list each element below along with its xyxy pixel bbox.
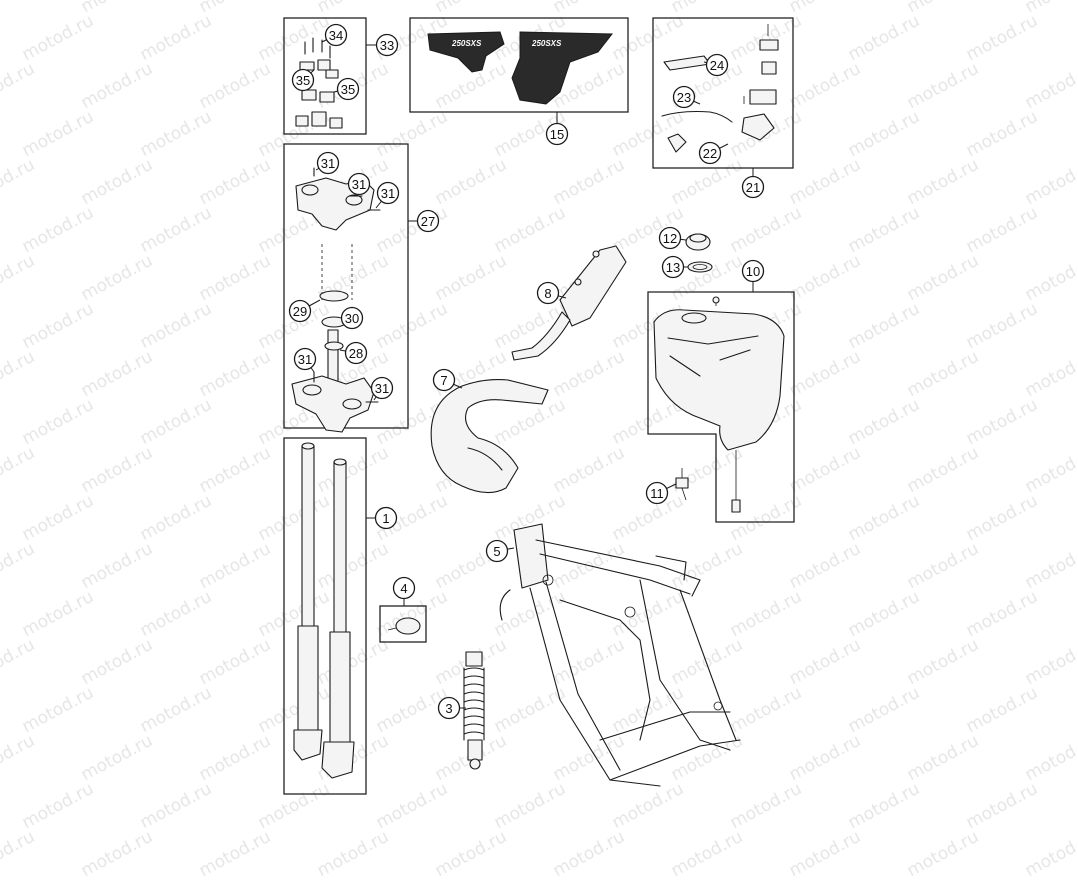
callout-label-fork: 1 xyxy=(382,511,389,526)
callout-label-bearing-upper: 29 xyxy=(293,304,307,319)
clamp-kit-frame xyxy=(283,17,367,135)
watermark-text: motod.ru xyxy=(1021,826,1078,881)
callout-circle-fuel-tap xyxy=(645,481,669,505)
watermark-text: motod.ru xyxy=(549,826,629,881)
brake-master-frame xyxy=(652,17,794,169)
callout-circle-bearing-lower xyxy=(340,306,364,330)
watermark-text: motod.ru xyxy=(195,826,275,881)
callout-label-handlebar-clamp-kit: 33 xyxy=(380,38,394,53)
callout-label-lever: 23 xyxy=(677,90,691,105)
callout-circle-pivot-screw xyxy=(698,141,722,165)
watermark-text: motod.ru xyxy=(667,826,747,881)
callout-label-clamp-screw: 34 xyxy=(329,28,343,43)
callout-circle-exhaust-pipe xyxy=(432,368,456,392)
callout-label-screw-a: 31 xyxy=(321,156,335,171)
handlebar-clamp-kit-group xyxy=(283,17,367,135)
brake-master-group xyxy=(652,17,794,169)
callout-circle-clamp-screw xyxy=(324,23,348,47)
fork-guard-group xyxy=(379,605,427,643)
callout-circle-bearing-upper xyxy=(288,299,312,323)
callout-label-tank-cap-seal: 13 xyxy=(666,260,680,275)
fuel-tank-group xyxy=(647,291,795,523)
fuel-tank-frame xyxy=(647,291,795,523)
callout-label-screw-d: 31 xyxy=(298,352,312,367)
decal-right-text: 250SXS xyxy=(531,39,562,48)
decal-right-panel xyxy=(511,31,614,105)
decal-left-panel xyxy=(427,31,505,73)
callout-label-triple-clamp: 27 xyxy=(421,214,435,229)
callout-label-brake-master: 21 xyxy=(746,180,760,195)
lower-triple-clamp xyxy=(291,375,375,433)
fork-guard-frame xyxy=(379,605,427,643)
callout-circle-lever xyxy=(672,85,696,109)
callout-label-reservoir-cap: 24 xyxy=(710,58,724,73)
callout-label-stem-nut: 28 xyxy=(349,346,363,361)
callout-circle-tank-cap xyxy=(658,226,682,250)
triple-clamp-frame xyxy=(283,143,409,429)
callout-circle-fuel-tank xyxy=(741,259,765,283)
fork-leg-left xyxy=(293,442,323,761)
callout-circle-decals xyxy=(545,122,569,146)
callout-circle-clamp-half-a xyxy=(291,68,315,92)
tank-cap-seal-part xyxy=(687,261,713,273)
callout-label-clamp-half-b: 35 xyxy=(341,82,355,97)
callout-label-clamp-half-a: 35 xyxy=(296,73,310,88)
callout-label-fuel-tank: 10 xyxy=(746,264,760,279)
callout-circle-triple-clamp xyxy=(416,209,440,233)
fuel-tank-body xyxy=(653,309,785,451)
motorcycle-frame xyxy=(499,523,741,787)
callout-label-decals: 15 xyxy=(550,127,564,142)
callout-label-fork-guard: 4 xyxy=(400,581,407,596)
callout-label-screw-e: 31 xyxy=(375,381,389,396)
exhaust-pipe xyxy=(430,379,549,494)
callout-label-pivot-screw: 22 xyxy=(703,146,717,161)
callout-circle-screw-b xyxy=(347,172,371,196)
callout-label-shock: 3 xyxy=(445,701,452,716)
callout-circle-screw-d xyxy=(293,347,317,371)
callout-circle-tank-cap-seal xyxy=(661,255,685,279)
callout-circle-brake-master xyxy=(741,175,765,199)
steering-head xyxy=(513,523,549,589)
watermark-text: motod.ru xyxy=(313,826,393,881)
callout-circle-screw-a xyxy=(316,151,340,175)
callout-label-silencer: 8 xyxy=(544,286,551,301)
callout-circle-screw-c xyxy=(376,181,400,205)
tank-cap-part xyxy=(685,233,711,251)
triple-clamp-group xyxy=(283,143,409,433)
fuel-tap-part xyxy=(675,468,689,501)
callout-circle-fork xyxy=(374,506,398,530)
callout-label-fuel-tap: 11 xyxy=(650,486,664,501)
callout-label-bearing-lower: 30 xyxy=(345,311,359,326)
callout-circle-reservoir-cap xyxy=(705,53,729,77)
callout-circle-shock xyxy=(437,696,461,720)
callout-circle-silencer xyxy=(536,281,560,305)
callout-circle-clamp-half-b xyxy=(336,77,360,101)
callout-label-tank-cap: 12 xyxy=(663,231,677,246)
callout-label-exhaust-pipe: 7 xyxy=(440,373,447,388)
callout-circle-fork-guard xyxy=(392,576,416,600)
reservoir-cap-part xyxy=(663,55,711,71)
callout-circle-handlebar-clamp-kit xyxy=(375,33,399,57)
watermark-text: motod.ru xyxy=(785,826,865,881)
fork-frame xyxy=(283,437,367,795)
callout-label-frame: 5 xyxy=(493,544,500,559)
callout-label-screw-c: 31 xyxy=(381,186,395,201)
fork-leg-right xyxy=(321,458,355,779)
callout-circle-frame xyxy=(485,539,509,563)
decals-group: 250SXS 250SXS xyxy=(409,17,629,113)
watermark-text: motod.ru xyxy=(903,826,983,881)
watermark-text: motod.ru xyxy=(77,826,157,881)
watermark-text: motod.ru xyxy=(0,826,39,881)
decals-frame xyxy=(409,17,629,113)
shock-absorber xyxy=(463,651,485,770)
watermark-text: motod.ru xyxy=(431,826,511,881)
callout-circle-stem-nut xyxy=(344,341,368,365)
decal-left-text: 250SXS xyxy=(451,39,482,48)
parts-diagram: 250SXS 250SXS xyxy=(283,17,795,795)
callout-circle-screw-e xyxy=(370,376,394,400)
silencer xyxy=(511,245,627,361)
callout-label-screw-b: 31 xyxy=(352,177,366,192)
fork-group xyxy=(283,437,367,795)
